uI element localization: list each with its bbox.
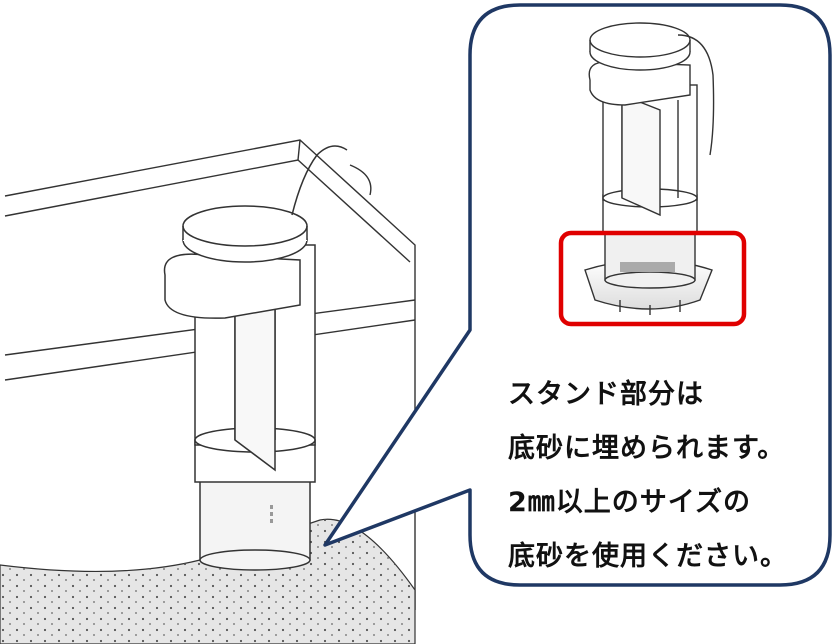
stand-highlight-box	[558, 230, 747, 327]
caption-line-1: スタンド部分は	[508, 379, 704, 410]
callout-bubble	[323, 3, 832, 587]
caption-text: スタンド部分は 底砂に埋められます。 2㎜以上のサイズの 底砂を使用ください。	[508, 368, 788, 584]
caption-line-4: 底砂を使用ください。	[508, 541, 788, 572]
caption-line-3: 2㎜以上のサイズの	[508, 487, 751, 518]
filter-device	[163, 145, 348, 571]
caption-line-2: 底砂に埋められます。	[508, 433, 786, 464]
filter-device-closeup	[584, 22, 715, 315]
